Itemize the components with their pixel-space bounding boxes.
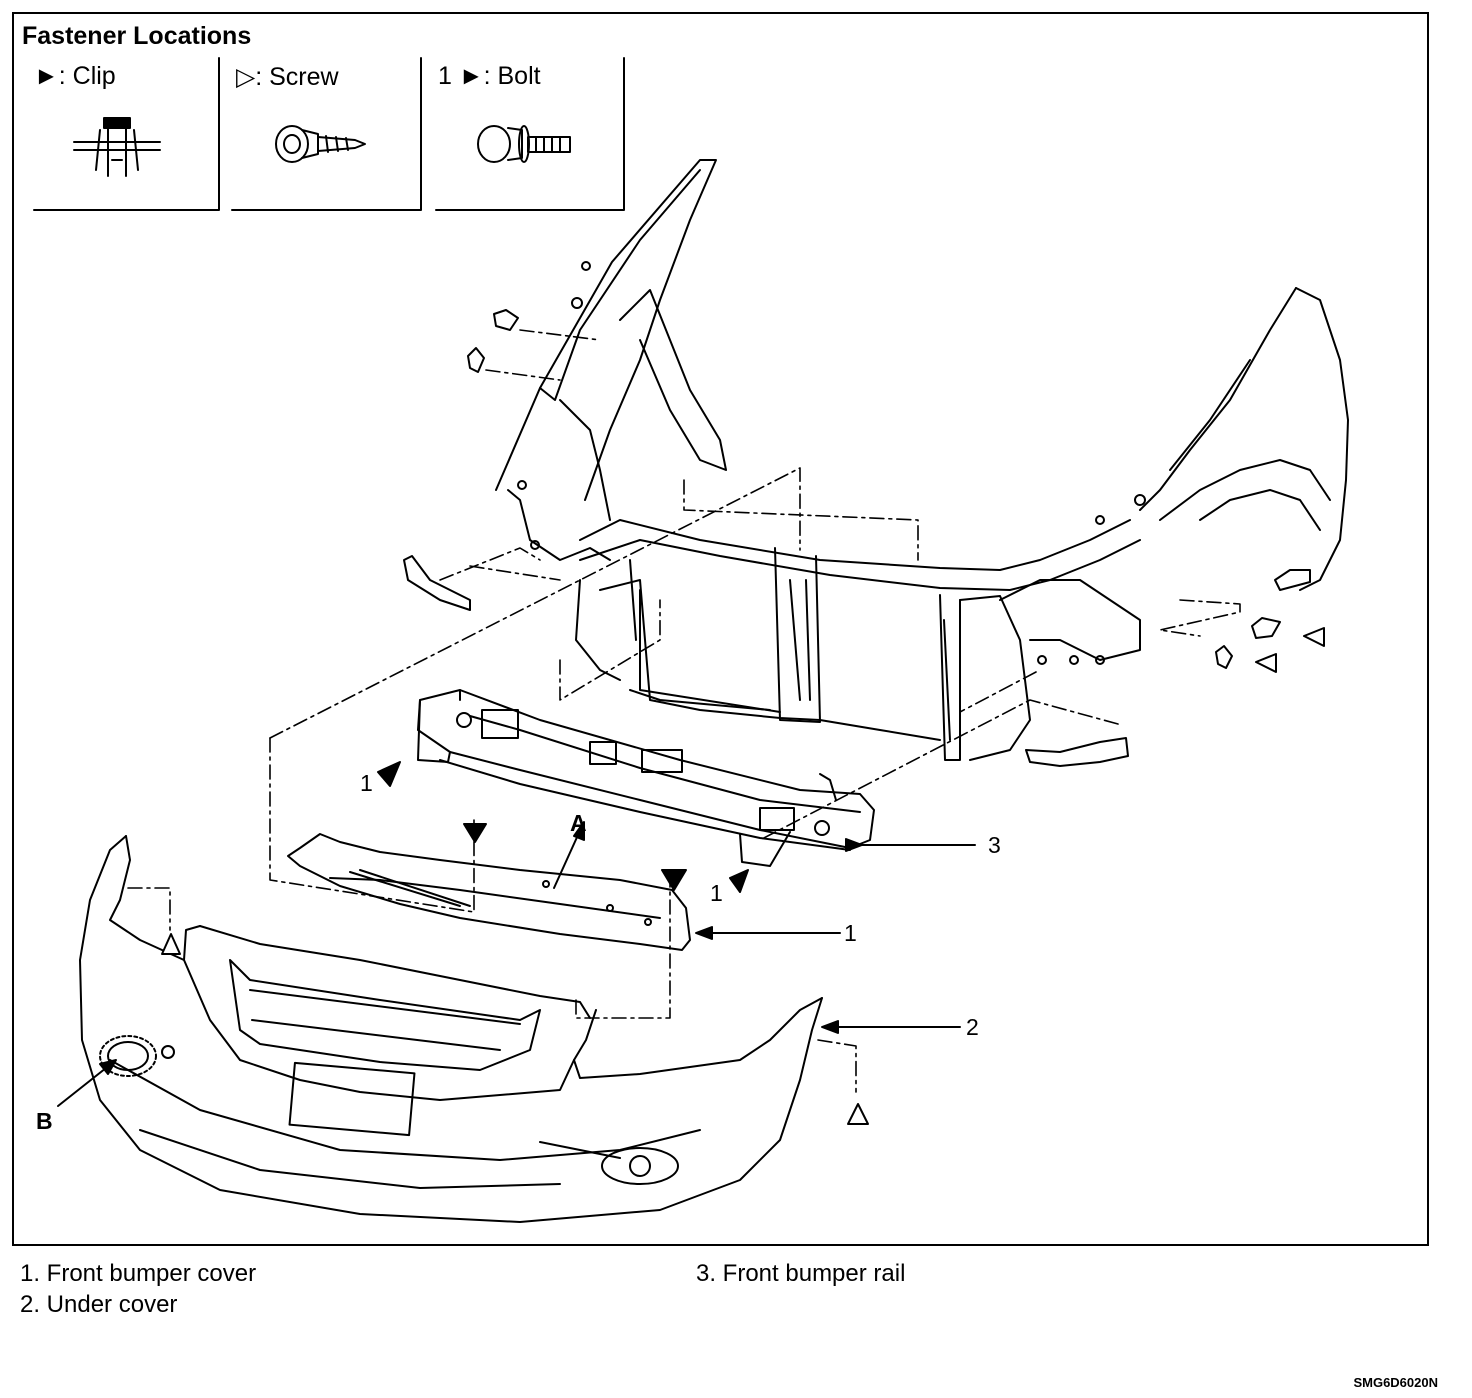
- caption-front-bumper-cover: 1. Front bumper cover: [20, 1260, 257, 1287]
- bolt-icon: [477, 125, 571, 163]
- bracket-right: [1025, 737, 1129, 767]
- clip-symbol-icon: ►: [34, 62, 59, 90]
- diagram-frame: [12, 12, 1429, 1246]
- caption-front-bumper-rail: 3. Front bumper rail: [696, 1260, 906, 1287]
- front-bumper-rail: [417, 689, 875, 867]
- front-carrier: [530, 519, 1141, 761]
- left-fender: [495, 159, 727, 561]
- alignment-lines: [127, 329, 1241, 1093]
- screw-icon: [275, 125, 366, 163]
- bracket-left: [403, 555, 471, 611]
- fastener-markers: [161, 627, 1325, 1125]
- legend-screw: ▷: Screw: [236, 62, 339, 92]
- clip-parts: [467, 309, 1281, 669]
- clip-icon: [73, 117, 161, 177]
- screw-symbol-icon: ▷: [236, 63, 256, 91]
- clip-label: : Clip: [58, 62, 116, 90]
- leader-lines: [57, 821, 976, 1107]
- callout-1-cover: 1: [844, 920, 857, 946]
- bolt-label: : Bolt: [483, 62, 541, 90]
- figure-code: SMG6D6020N: [1353, 1375, 1438, 1390]
- bolt-symbol-icon: ►: [458, 62, 484, 90]
- right-fender: [1095, 287, 1349, 591]
- screw-label: : Screw: [255, 63, 339, 91]
- legend-boxes: [33, 57, 625, 211]
- legend-title: Fastener Locations: [22, 22, 252, 50]
- legend-bolt: 1 ►: Bolt: [438, 62, 541, 91]
- callout-2: 2: [966, 1014, 979, 1040]
- under-cover: [287, 833, 691, 951]
- callout-3: 3: [988, 832, 1001, 858]
- callout-1-rail-left: 1: [360, 770, 373, 796]
- bolt-number: 1: [438, 62, 452, 90]
- callout-a: A: [570, 810, 587, 836]
- callout-1-rail-right: 1: [710, 880, 723, 906]
- front-bumper-cover: [79, 835, 823, 1223]
- legend-clip: ►: Clip: [34, 62, 116, 91]
- callout-b: B: [36, 1108, 53, 1134]
- caption-under-cover: 2. Under cover: [20, 1291, 178, 1318]
